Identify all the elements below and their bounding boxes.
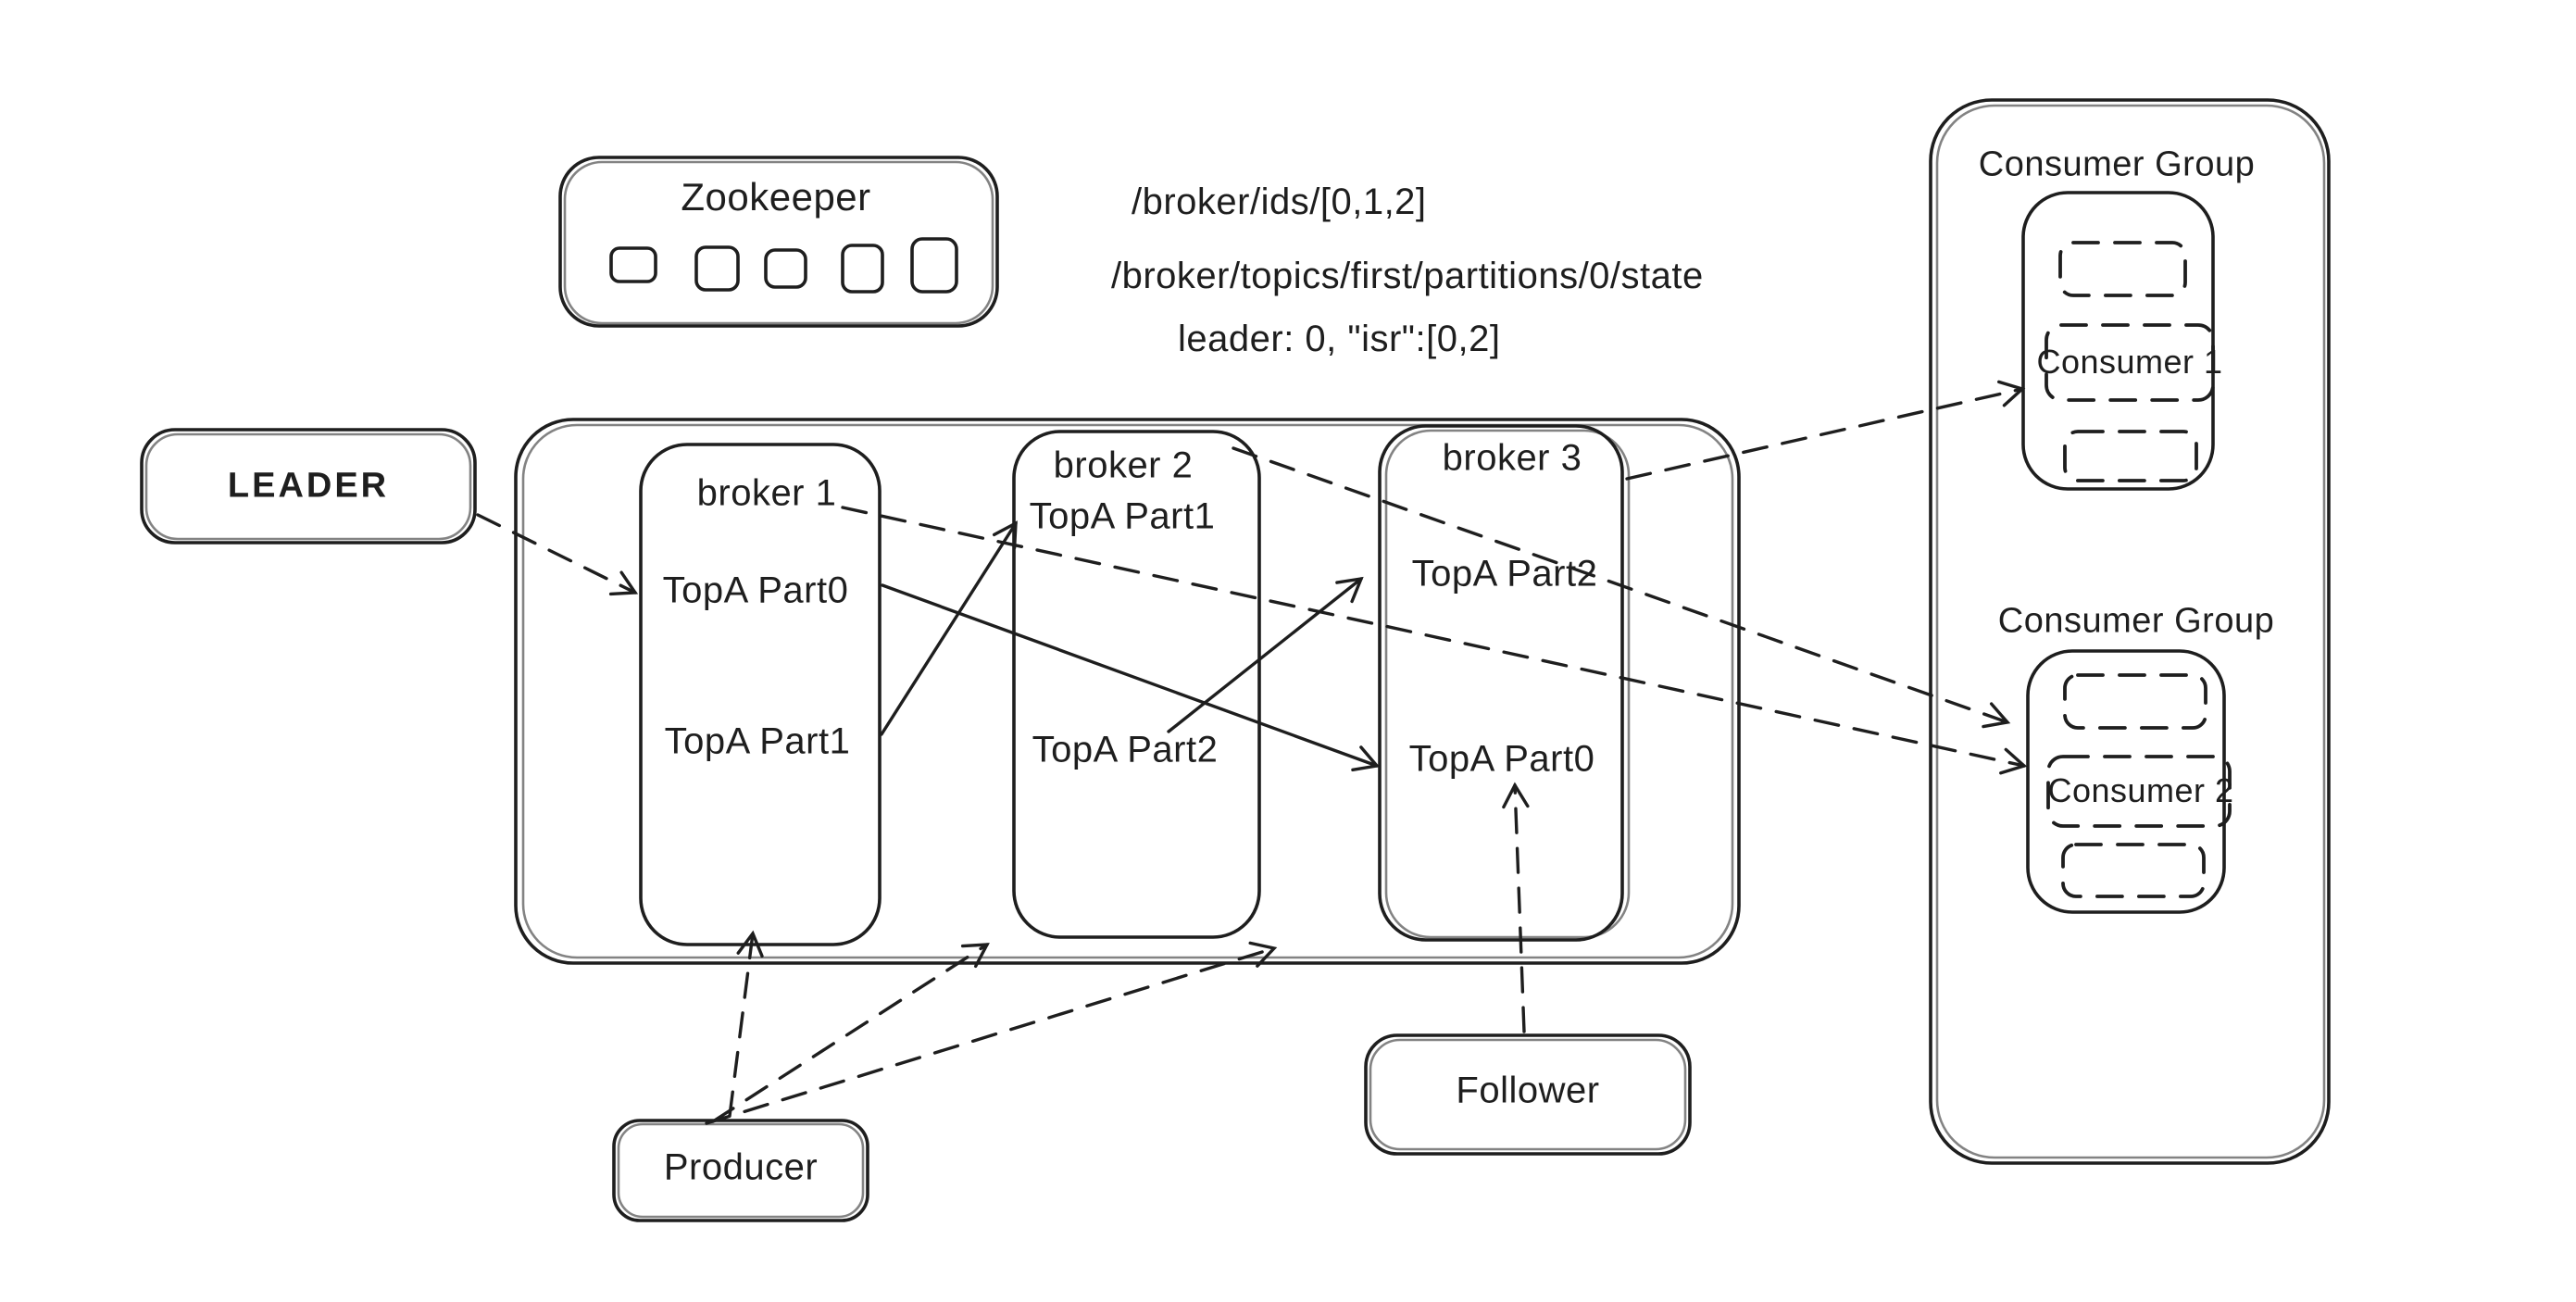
zk-metadata-line2: /broker/topics/first/partitions/0/state <box>1111 256 1704 296</box>
consumer-group2-box <box>2026 649 2226 914</box>
consumer2-label: Consumer 2 <box>2047 771 2234 809</box>
arrow-producer-to-broker1 <box>728 930 764 1118</box>
follower-box <box>1364 1033 1692 1156</box>
consumer-container-box-sketch <box>1935 104 2326 1159</box>
consumer-slot <box>2061 843 2206 898</box>
zookeeper-box <box>558 156 999 328</box>
arrow-part1-b1-to-b2 <box>880 520 1018 736</box>
arrow-broker1-to-consumer2 <box>841 506 2028 775</box>
arrow-follower-to-part0 <box>1502 782 1530 1033</box>
consumer1-label: Consumer 1 <box>2036 343 2223 381</box>
arrow-part2-b2-to-b3 <box>1167 576 1364 733</box>
consumer-group2-title: Consumer Group <box>1997 601 2275 641</box>
zk-metadata-line1: /broker/ids/[0,1,2] <box>1132 182 1427 222</box>
broker1-box <box>639 443 882 946</box>
leader-box-sketch <box>144 432 472 541</box>
broker3-partition0: TopA Part2 <box>1411 553 1598 595</box>
broker3-partition1: TopA Part0 <box>1408 738 1595 780</box>
producer-box-sketch <box>617 1122 865 1219</box>
cluster-box-sketch <box>521 423 1734 959</box>
broker1-partition0: TopA Part0 <box>662 570 849 611</box>
broker1-title: broker 1 <box>696 472 837 514</box>
consumer-container-box <box>1929 98 2331 1165</box>
broker3-title: broker 3 <box>1442 437 1582 479</box>
consumer-slot <box>2058 241 2187 297</box>
leader-label: LEADER <box>227 466 390 506</box>
broker3-box <box>1378 424 1624 942</box>
arrow-broker2-to-consumer2 <box>1232 446 2011 729</box>
zookeeper-node-icon <box>764 248 807 289</box>
broker3-box-sketch <box>1384 429 1631 939</box>
leader-box <box>140 428 477 545</box>
zookeeper-label: Zookeeper <box>681 175 871 219</box>
arrow-broker3-to-consumer1 <box>1625 380 2026 481</box>
broker2-partition0: TopA Part1 <box>1029 495 1216 537</box>
consumer-slot <box>2063 673 2207 730</box>
consumer2-slot <box>2046 755 2232 828</box>
zookeeper-node-icon <box>910 237 958 294</box>
consumer-slot <box>2063 430 2198 482</box>
producer-box <box>612 1119 869 1222</box>
producer-label: Producer <box>663 1146 819 1188</box>
arrow-producer-to-broker3 <box>705 941 1278 1125</box>
zookeeper-node-icon <box>609 246 657 283</box>
zookeeper-node-icon <box>841 244 884 294</box>
follower-box-sketch <box>1369 1038 1687 1151</box>
arrow-leader-to-part0 <box>476 513 639 596</box>
broker1-partition1: TopA Part1 <box>664 720 851 762</box>
zookeeper-node-icon <box>694 245 740 292</box>
zk-metadata-line3: leader: 0, "isr":[0,2] <box>1178 319 1501 359</box>
broker2-box <box>1012 430 1261 939</box>
broker2-partition1: TopA Part2 <box>1032 729 1219 770</box>
arrow-producer-to-broker2 <box>711 943 990 1123</box>
arrow-part0-b1-to-b3 <box>881 583 1381 772</box>
consumer-group1-box <box>2021 191 2215 491</box>
consumer-group1-title: Consumer Group <box>1978 144 2256 184</box>
follower-label: Follower <box>1456 1070 1600 1111</box>
broker2-title: broker 2 <box>1053 444 1194 486</box>
zookeeper-box-sketch <box>563 160 994 325</box>
cluster-box <box>514 418 1741 965</box>
consumer1-slot <box>2045 323 2215 402</box>
